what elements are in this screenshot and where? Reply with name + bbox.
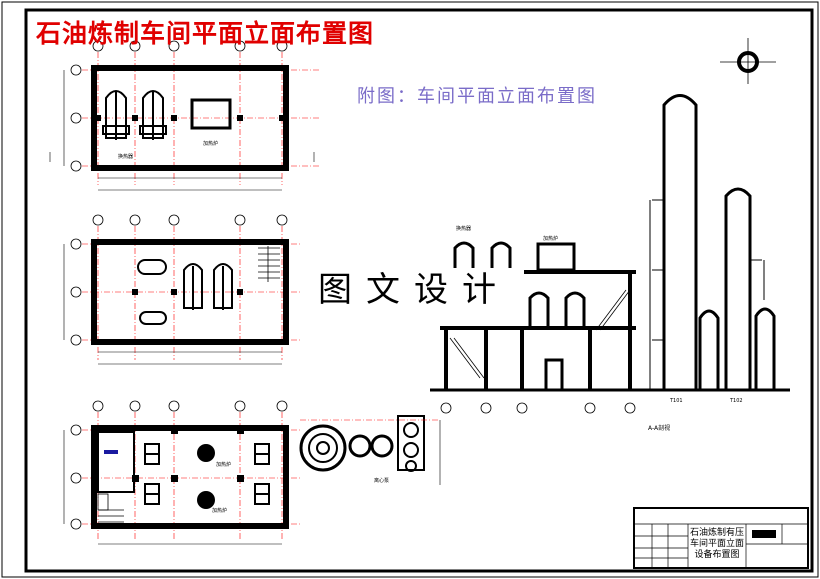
plan-view-2	[63, 214, 300, 365]
plan3-furnace-b-label: 加热炉	[212, 507, 227, 514]
title-block-title: 石油炼制有压车间平面立面设备布置图	[689, 528, 744, 560]
tower1-label: T101	[669, 398, 683, 404]
drawing-title: 石油炼制车间平面立面布置图	[36, 19, 375, 48]
drawing-subtitle: 附图：车间平面立面布置图	[357, 86, 597, 107]
plan3-furnace-a-label: 加热炉	[216, 461, 231, 468]
title-block	[633, 507, 809, 569]
inner-border	[24, 8, 814, 573]
plan1-furnace-label: 加热炉	[203, 140, 218, 147]
watermark-text: 图文设计	[312, 268, 524, 312]
pump-label: 离心泵	[374, 477, 389, 484]
elevation-view: 换热器 加热炉 T101 T102 A-A剖视	[430, 94, 790, 432]
elevation-label-a: 换热器	[456, 225, 471, 232]
plan-view-1: 换热器 加热炉	[49, 40, 320, 191]
plan-view-3: 加热炉 加热炉	[63, 400, 300, 545]
elevation-label-b: 加热炉	[543, 235, 558, 242]
section-label: A-A剖视	[648, 424, 670, 432]
tower2-label: T102	[729, 398, 743, 404]
plan1-exchanger-label: 换热器	[118, 153, 133, 160]
pump-group: 离心泵	[299, 415, 441, 485]
north-arrow	[720, 38, 776, 84]
